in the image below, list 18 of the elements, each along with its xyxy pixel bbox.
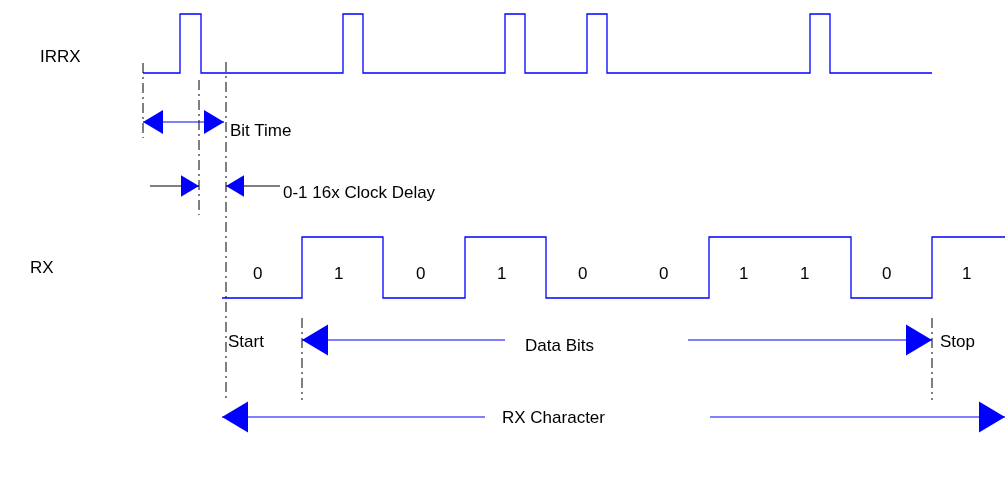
bit-value: 0 xyxy=(416,264,426,284)
dimension-label: Bit Time xyxy=(230,121,292,141)
field-label: Start xyxy=(228,332,264,352)
signal-name: IRRX xyxy=(40,47,81,67)
bit-value: 1 xyxy=(800,264,810,284)
bit-value: 1 xyxy=(497,264,507,284)
dimension-label: 0-1 16x Clock Delay xyxy=(283,183,436,203)
field-label: Stop xyxy=(940,332,975,352)
bit-value: 1 xyxy=(739,264,749,284)
bit-value: 0 xyxy=(253,264,263,284)
bit-value: 0 xyxy=(578,264,588,284)
bit-value: 0 xyxy=(882,264,892,284)
bit-value: 0 xyxy=(659,264,669,284)
field-label: Data Bits xyxy=(525,336,594,356)
signal-name: RX xyxy=(30,258,54,278)
bit-value: 1 xyxy=(334,264,344,284)
bit-value: 1 xyxy=(962,264,972,284)
field-label: RX Character xyxy=(502,408,605,428)
